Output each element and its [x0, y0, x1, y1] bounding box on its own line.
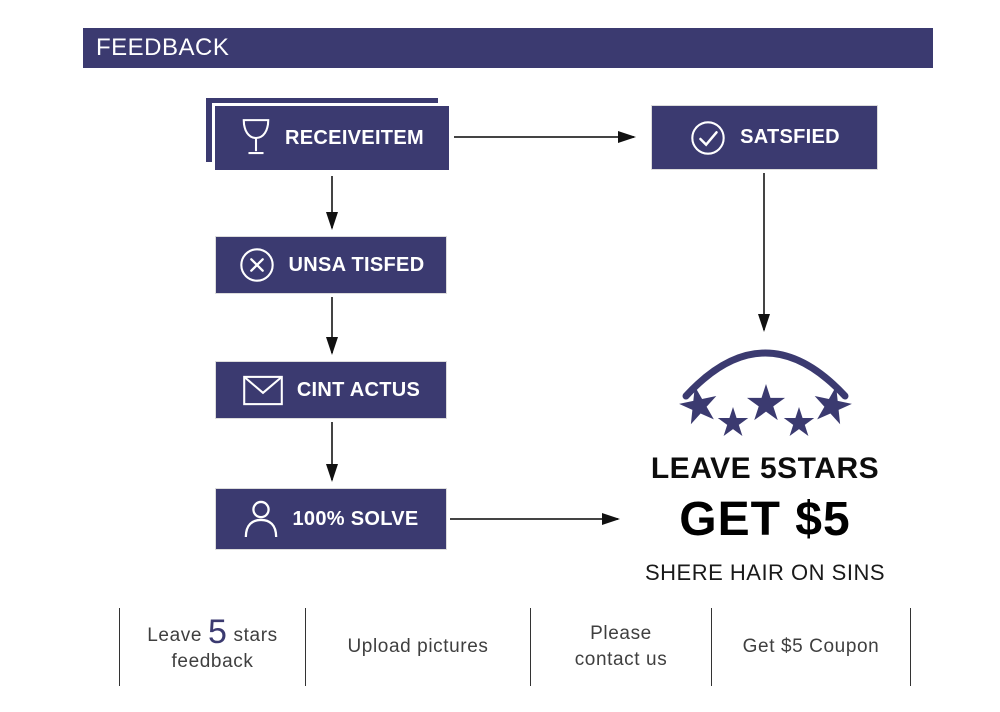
solve-box: 100% SOLVE [215, 488, 447, 550]
star-icon [783, 407, 815, 436]
envelope-icon [242, 375, 284, 406]
rating-arc [682, 349, 849, 400]
star-icon [717, 407, 749, 436]
page-title: FEEDBACK [96, 34, 230, 61]
footer-item-upload-pictures: Upload pictures [305, 608, 530, 686]
cross-circle-icon [238, 246, 276, 284]
step-label: 100% SOLVE [292, 507, 419, 530]
footer-line: Please [590, 623, 652, 644]
wine-glass-icon [240, 118, 272, 158]
star-icon [746, 384, 786, 421]
check-circle-icon [689, 119, 727, 157]
footer-item-get-coupon: Get $5 Coupon [711, 608, 911, 686]
footer-text: stars [233, 624, 278, 646]
receive-item-box: RECEIVEITEM [212, 103, 452, 173]
contact-us-box: CINT ACTUS [215, 361, 447, 419]
satisfied-box: SATSFIED [651, 105, 878, 170]
footer-line: Upload pictures [347, 636, 489, 657]
footer-text: Leave [147, 624, 203, 646]
share-subtext: SHERE HAIR ON SINS [644, 560, 886, 585]
star-icon [679, 386, 717, 425]
header-bar: FEEDBACK [83, 28, 933, 68]
footer-item-contact-us: Please contact us [530, 608, 711, 686]
get-5-dollars-text: GET $5 [679, 493, 851, 546]
footer-line: contact us [574, 649, 668, 670]
step-label: CINT ACTUS [296, 378, 421, 401]
step-label: SATSFIED [740, 126, 840, 148]
step-label: RECEIVEITEM [285, 126, 424, 149]
step-label: UNSA TISFED [288, 253, 425, 276]
footer-line: feedback [171, 650, 254, 672]
unsatisfied-box: UNSA TISFED [215, 236, 447, 294]
footer-line: Get $5 Coupon [742, 636, 880, 657]
leave-5-stars-text: LEAVE 5STARS [650, 452, 880, 485]
star-icon [814, 386, 852, 425]
five-stars-rating [679, 384, 852, 436]
person-icon [243, 499, 279, 539]
big-five-number: 5 [208, 612, 228, 651]
